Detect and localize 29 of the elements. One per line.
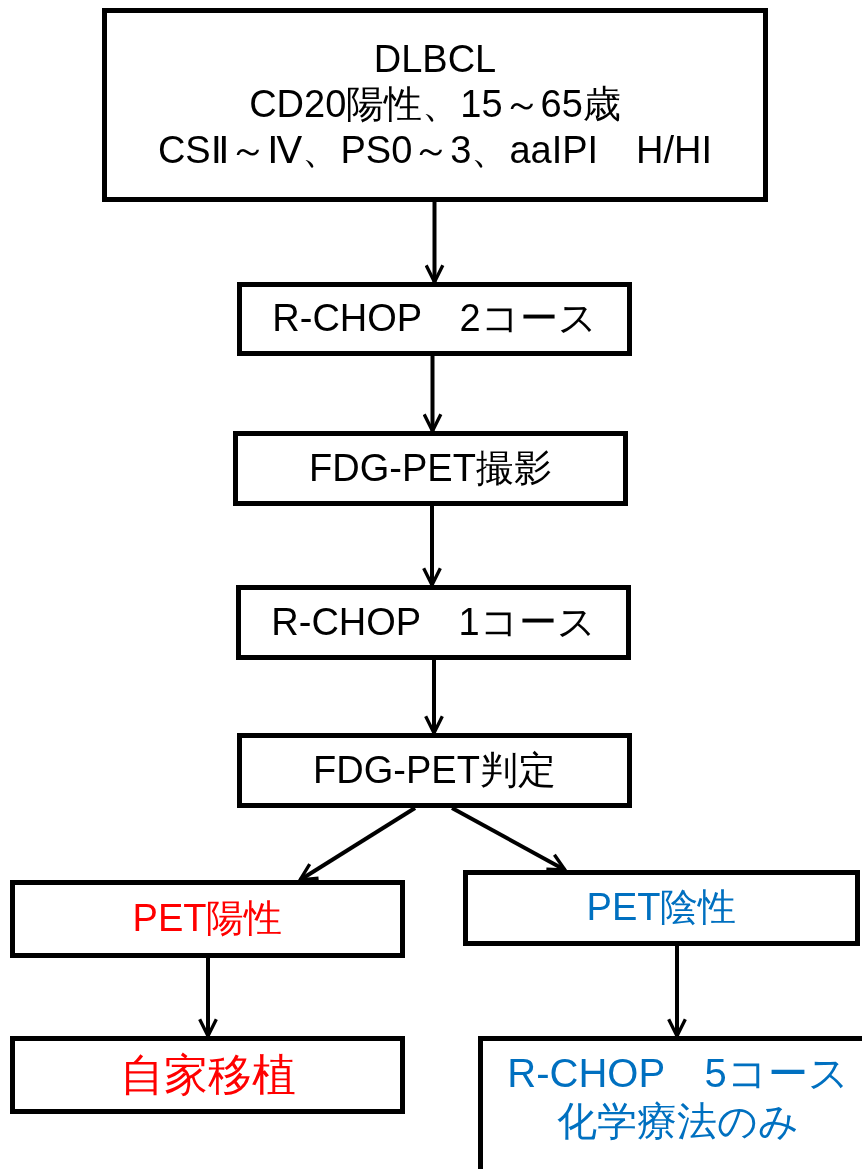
result-box	[463, 870, 860, 946]
box-label: PET陰性	[586, 885, 737, 931]
treatment-box	[478, 1036, 862, 1169]
box-label: 化学療法のみ	[557, 1098, 799, 1145]
criteria-box	[102, 8, 768, 202]
process-box	[233, 431, 628, 506]
box-label: CSⅡ～Ⅳ、PS0～3、aaIPI H/HI	[157, 127, 713, 173]
arrow	[422, 356, 443, 433]
arrow	[424, 660, 444, 735]
process-box	[237, 282, 632, 356]
box-label: R-CHOP 2コース	[272, 296, 597, 342]
arrow	[451, 806, 567, 872]
box-label: R-CHOP 1コース	[271, 599, 596, 645]
arrow	[424, 202, 445, 284]
decision-box	[237, 733, 632, 808]
arrow	[422, 506, 442, 587]
process-box	[236, 585, 631, 660]
box-label: CD20陽性、15～65歳	[249, 82, 621, 128]
arrow	[298, 806, 417, 882]
result-box	[10, 880, 405, 958]
box-label: FDG-PET撮影	[309, 445, 552, 491]
treatment-box	[10, 1036, 405, 1114]
box-label: PET陽性	[132, 896, 283, 942]
box-label: FDG-PET判定	[313, 747, 556, 793]
box-label: R-CHOP 5コース	[507, 1050, 849, 1097]
arrow	[198, 958, 218, 1038]
box-label: 自家移植	[119, 1048, 296, 1101]
box-label: DLBCL	[373, 36, 497, 82]
arrow	[667, 946, 687, 1038]
